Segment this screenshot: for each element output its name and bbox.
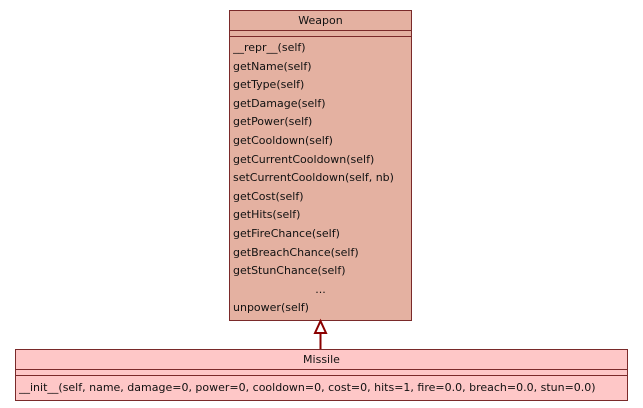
method-get-breach-chance: getBreachChance(self) bbox=[233, 245, 359, 259]
missile-class-box: Missile __init__(self, name, damage=0, p… bbox=[15, 349, 628, 401]
method-get-power: getPower(self) bbox=[233, 115, 313, 129]
missile-title-divider bbox=[16, 369, 627, 370]
method-get-cooldown: getCooldown(self) bbox=[233, 133, 333, 147]
missile-attributes-divider bbox=[16, 375, 627, 376]
method-get-hits: getHits(self) bbox=[233, 208, 301, 222]
weapon-class-box: Weapon __repr__(self) getName(self) getT… bbox=[229, 10, 412, 321]
method-get-current-cooldown: getCurrentCooldown(self) bbox=[233, 152, 375, 166]
weapon-attributes-divider bbox=[230, 36, 411, 37]
missile-methods-compartment: __init__(self, name, damage=0, power=0, … bbox=[16, 376, 627, 400]
inheritance-arrowhead bbox=[313, 318, 328, 334]
method-get-type: getType(self) bbox=[233, 78, 305, 92]
method-get-stun-chance: getStunChance(self) bbox=[233, 264, 346, 278]
method-get-fire-chance: getFireChance(self) bbox=[233, 226, 340, 240]
method-repr: __repr__(self) bbox=[233, 41, 306, 54]
weapon-title-divider bbox=[230, 30, 411, 31]
method-get-name: getName(self) bbox=[233, 59, 312, 73]
method-unpower: unpower(self) bbox=[233, 301, 309, 315]
weapon-class-name: Weapon bbox=[298, 14, 343, 27]
method-init: __init__(self, name, damage=0, power=0, … bbox=[19, 381, 596, 394]
method-get-cost: getCost(self) bbox=[233, 189, 304, 203]
weapon-methods-compartment: __repr__(self) getName(self) getType(sel… bbox=[230, 37, 411, 320]
method-ellipsis: ... bbox=[315, 282, 326, 296]
missile-class-name: Missile bbox=[303, 353, 340, 366]
method-get-damage: getDamage(self) bbox=[233, 96, 326, 110]
method-set-current-cooldown: setCurrentCooldown(self, nb) bbox=[233, 171, 394, 185]
